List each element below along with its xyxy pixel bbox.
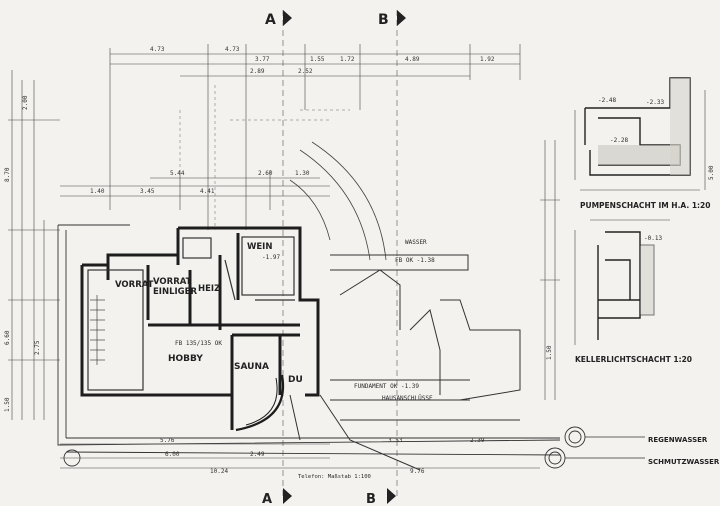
section-b-label: B: [378, 12, 389, 28]
label-schmutzwasser: SCHMUTZWASSER: [648, 458, 720, 466]
wein-level: -1.97: [262, 254, 280, 261]
level-mark-4: -0.13: [644, 235, 662, 242]
note-fb-ok: FB OK -1.38: [395, 257, 435, 264]
label-regenwasser: REGENWASSER: [648, 436, 708, 444]
staircase: [90, 295, 105, 365]
dim-bottom-3: 3.53: [388, 437, 403, 444]
dim-bottom-1: 5.76: [160, 437, 175, 444]
dim-top-12: 1.30: [295, 170, 310, 177]
detail-pumpenschacht: -2.48 -2.33 -2.28 PUMPENSCHACHT IM H.A. …: [574, 77, 711, 210]
dim-left-3: 6.60: [4, 330, 11, 345]
left-dimension-chains: [8, 70, 60, 420]
section-marker-a-top: A: [265, 10, 292, 500]
room-labels: VORRAT VORRAT EINLIGER HEIZ WEIN -1.97 H…: [115, 242, 303, 385]
drain-pipes: [63, 426, 586, 469]
dim-bottom-7: 9.76: [410, 468, 425, 475]
outer-outline: [57, 224, 561, 446]
section-marker-a-bottom: A: [262, 488, 292, 506]
dim-top-14: 3.45: [140, 188, 155, 195]
level-mark-1: -2.48: [598, 97, 616, 104]
dim-top-7: 1.72: [340, 56, 355, 63]
top-dimension-labels: 4.73 4.73 4.89 1.92 3.77 1.55 1.72 2.89 …: [90, 46, 495, 195]
level-mark-3: -2.28: [610, 137, 628, 144]
section-a-label-bottom: A: [262, 492, 272, 506]
room-label-hobby: HOBBY: [168, 354, 203, 364]
section-b-label-bottom: B: [366, 492, 376, 506]
bottom-dimension-chains: [60, 443, 540, 469]
terrace-arcs: [289, 141, 387, 261]
dim-top-3: 4.89: [405, 56, 420, 63]
note-wasser: WASSER: [405, 239, 427, 246]
dim-top-13: 1.40: [90, 188, 105, 195]
dim-right-1: 5.00: [708, 165, 715, 180]
hobby-floor-note: FB 135/135 OK: [175, 340, 222, 347]
annotation-labels: FUNDAMENT OK -1.39 HAUSANSCHLÜSSE WASSER…: [298, 239, 720, 480]
level-mark-2: -2.33: [646, 99, 664, 106]
dim-bottom-6: 6.00: [165, 451, 180, 458]
dim-top-9: 2.52: [298, 68, 313, 75]
room-label-vorrat-1: VORRAT: [115, 280, 154, 290]
kellerlichtschacht-title: KELLERLICHTSCHACHT 1:20: [575, 355, 692, 364]
dim-left-5: 1.50: [4, 397, 11, 412]
pumpenschacht-title: PUMPENSCHACHT IM H.A. 1:20: [580, 201, 711, 210]
stamp-text: Telefon: Maßstab 1:100: [298, 474, 371, 480]
hidden-lines: [179, 85, 350, 230]
section-a-label: A: [265, 12, 276, 28]
foundation-outlines: [289, 254, 521, 471]
dim-top-1: 4.73: [150, 46, 165, 53]
dim-left-1: 2.00: [22, 95, 29, 110]
room-label-heiz: HEIZ: [198, 284, 220, 294]
right-dimension-chains: [540, 140, 560, 400]
left-dimension-labels: 2.00 8.70 6.60 2.75 1.50: [4, 95, 41, 412]
dim-bottom-2: 2.49: [250, 451, 265, 458]
dim-top-11: 2.60: [258, 170, 273, 177]
inner-walls: [87, 236, 295, 391]
dim-top-2: 4.73: [225, 46, 240, 53]
dim-left-2: 8.70: [4, 167, 11, 182]
right-dimension-labels: 5.00 1.50: [546, 165, 715, 360]
dim-top-4: 1.92: [480, 56, 495, 63]
room-label-einlieger: EINLIGER: [153, 287, 197, 297]
dim-top-15: 4.41: [200, 188, 215, 195]
basement-walls: [80, 226, 320, 430]
dim-bottom-5: 10.24: [210, 468, 228, 475]
dim-bottom-4: 2.39: [470, 437, 485, 444]
dim-top-8: 2.89: [250, 68, 265, 75]
top-dimension-chains: [60, 44, 521, 230]
room-label-vorrat-2: VORRAT: [153, 277, 192, 287]
dim-top-10: 5.44: [170, 170, 185, 177]
note-hausanschluesse: HAUSANSCHLÜSSE: [382, 395, 433, 402]
section-marker-b-bottom: B: [366, 488, 396, 506]
note-fundament: FUNDAMENT OK -1.39: [354, 383, 419, 390]
bottom-dimension-labels: 5.76 2.49 3.53 2.39 10.24 6.00 9.76: [160, 437, 485, 475]
detail-kellerlichtschacht: -0.13 KELLERLICHTSCHACHT 1:20: [574, 219, 692, 364]
dim-top-5: 3.77: [255, 56, 270, 63]
room-label-du: DU: [288, 375, 303, 385]
sauna-curve: [235, 374, 285, 432]
dim-left-4: 2.75: [34, 340, 41, 355]
dim-right-2: 1.50: [546, 345, 553, 360]
dim-top-6: 1.55: [310, 56, 325, 63]
room-label-sauna: SAUNA: [234, 362, 269, 372]
room-label-wein: WEIN: [247, 242, 272, 252]
